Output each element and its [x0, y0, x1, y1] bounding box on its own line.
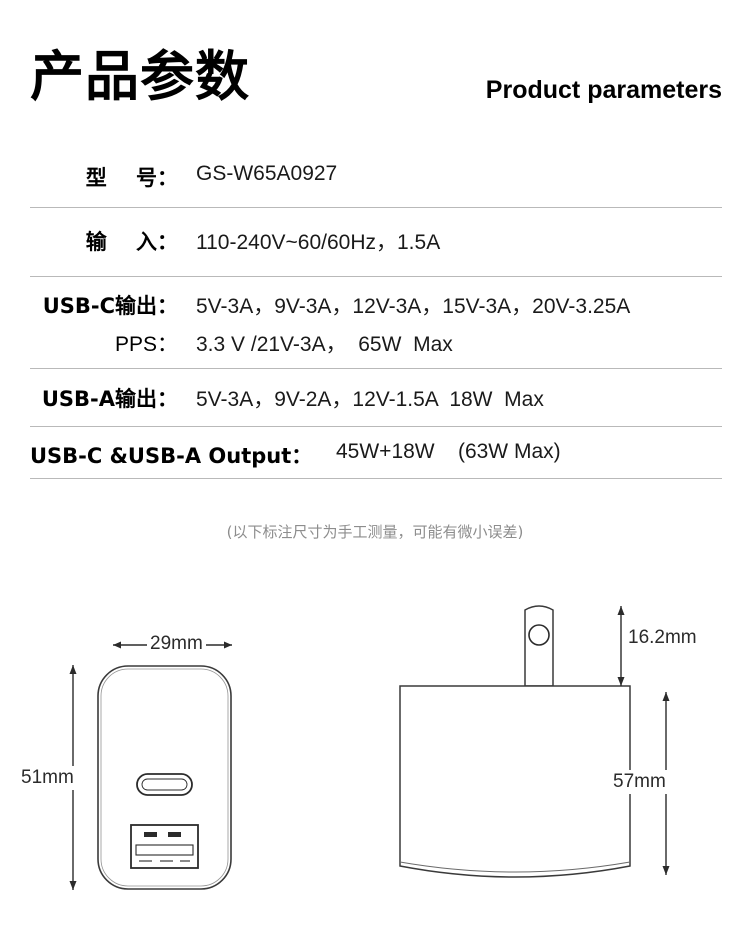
spec-label-pps: PPS： [114, 333, 178, 356]
spec-label-input: 输 入： [85, 230, 178, 254]
spec-row-model: 型 号： GS-W65A0927 [0, 150, 750, 208]
width-dimension-arrow [113, 641, 232, 649]
measurement-note: (以下标注尺寸为手工测量，可能有微小误差) [226, 523, 524, 541]
usb-c-port [136, 773, 193, 796]
usb-a-port [130, 824, 199, 869]
product-dimension-diagrams: 29mm 51mm [0, 570, 750, 937]
specification-table: 型 号： GS-W65A0927 输 入： 110-240V~60/60Hz，1… [0, 150, 750, 483]
page-title-english: Product parameters [485, 76, 722, 104]
front-height-dimension-label: 51mm [18, 766, 77, 790]
row-divider [30, 276, 722, 277]
spec-value-pps: 3.3 V /21V-3A， 65W Max [196, 333, 453, 356]
spec-row-input: 输 入： 110-240V~60/60Hz，1.5A [0, 208, 750, 278]
spec-label-combined-output: USB-C &USB-A Output： [30, 444, 313, 468]
front-view-diagram: 29mm 51mm [0, 570, 330, 937]
spec-row-combined-output: USB-C &USB-A Output： 45W+18W (63W Max) [0, 428, 750, 483]
spec-value-input: 110-240V~60/60Hz，1.5A [196, 231, 441, 254]
spec-row-usba-output: USB-A输出： 5V-3A，9V-2A，12V-1.5A 18W Max [0, 370, 750, 428]
front-view-drawing [69, 641, 232, 890]
page-title-chinese: 产品参数 [30, 45, 250, 108]
row-divider [30, 478, 722, 479]
front-width-dimension-label: 29mm [147, 632, 206, 656]
spec-label-model: 型 号： [85, 166, 178, 190]
spec-label-usbc-output: USB-C输出： [42, 294, 178, 318]
side-view-diagram: 16.2mm 57mm [330, 570, 750, 937]
row-divider [30, 426, 722, 427]
prong-dimension-arrow [617, 606, 625, 686]
row-divider [30, 368, 722, 369]
page-header: 产品参数 Product parameters [0, 0, 750, 140]
spec-row-usbc-output: USB-C输出： 5V-3A，9V-3A，12V-3A，15V-3A，20V-3… [0, 278, 750, 370]
spec-value-model: GS-W65A0927 [196, 162, 338, 185]
spec-value-usba-output: 5V-3A，9V-2A，12V-1.5A 18W Max [196, 388, 544, 411]
side-view-drawing [399, 605, 670, 878]
charger-body-side [399, 685, 631, 878]
row-divider [30, 207, 722, 208]
body-height-dimension-label: 57mm [610, 770, 669, 794]
plug-prong [524, 605, 554, 687]
spec-value-usbc-output: 5V-3A，9V-3A，12V-3A，15V-3A，20V-3.25A [196, 295, 631, 318]
prong-dimension-label: 16.2mm [625, 626, 700, 650]
spec-label-usba-output: USB-A输出： [41, 387, 178, 411]
spec-value-combined-output: 45W+18W (63W Max) [336, 440, 561, 463]
